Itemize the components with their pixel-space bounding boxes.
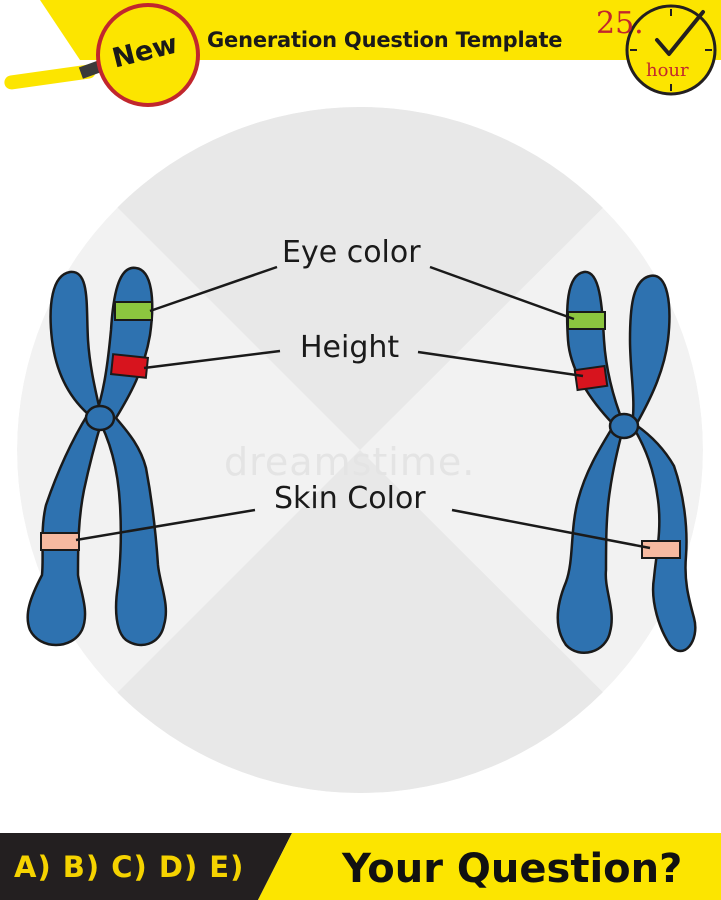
magnifier-icon (96, 3, 200, 107)
answer-options: A) B) C) D) E) (14, 850, 245, 884)
hour-number: 25. (596, 6, 644, 41)
right-chromatid-a (556, 270, 626, 654)
right-eye-band (567, 311, 606, 330)
eye-connector-left (149, 265, 278, 313)
background-circle (17, 107, 703, 793)
skin-color-label: Skin Color (274, 481, 426, 516)
header-band (140, 0, 721, 60)
height-connector-left (143, 349, 281, 370)
header-title: Generation Question Template (207, 28, 563, 52)
skin-connector-right (451, 508, 651, 550)
height-label: Height (300, 330, 400, 365)
watermark: dreamstime. (224, 440, 476, 484)
checkmark-icon (655, 10, 705, 56)
height-connector-right (417, 350, 584, 378)
left-height-band (109, 353, 150, 379)
right-skin-band (641, 540, 681, 559)
eye-color-label: Eye color (282, 235, 421, 270)
header-graphic (4, 0, 721, 107)
left-eye-band (114, 301, 153, 321)
right-height-band (573, 364, 609, 392)
skin-connector-left (75, 508, 256, 542)
your-question: Your Question? (342, 846, 683, 892)
eye-connector-right (429, 265, 575, 321)
magnifier-handle (4, 64, 96, 90)
hour-label: hour (646, 60, 689, 81)
left-skin-band (40, 532, 80, 551)
connector-lines (75, 265, 651, 550)
